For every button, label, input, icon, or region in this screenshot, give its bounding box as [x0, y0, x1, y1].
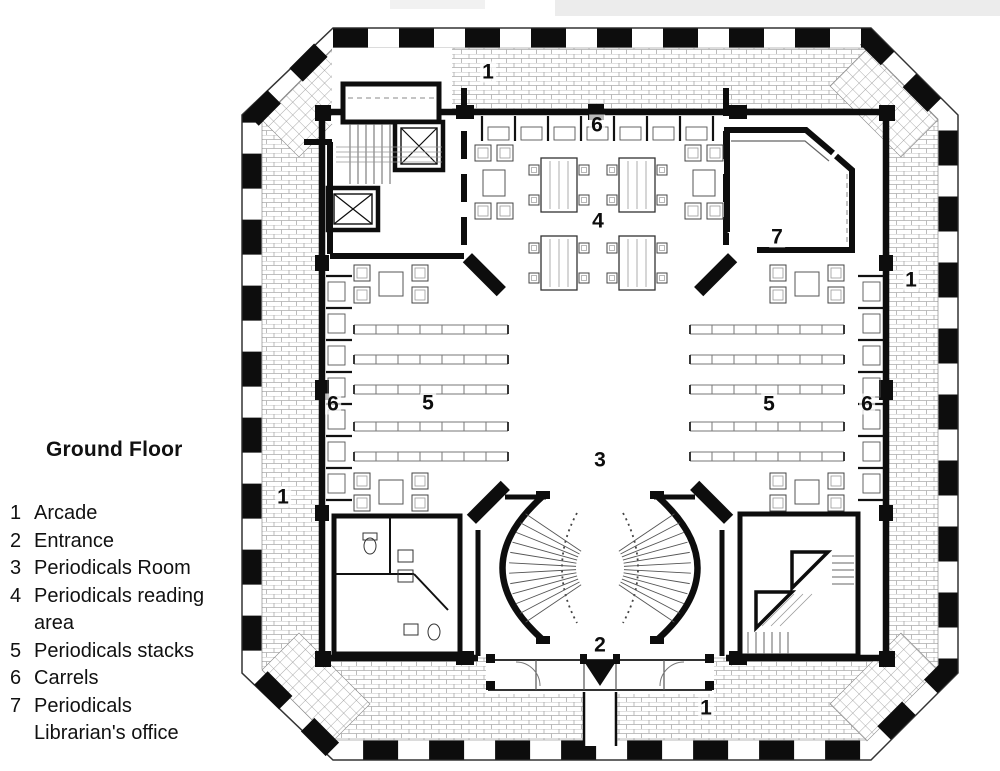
curved-stair	[622, 491, 701, 644]
entrance-hall	[462, 253, 738, 656]
stair-landing-triangle	[754, 590, 797, 633]
plan-label-periodicals-room: 3	[592, 448, 608, 472]
door-swing	[515, 661, 685, 687]
plan-label-arcade: 1	[275, 485, 291, 509]
plan-label-arcade: 1	[698, 696, 714, 720]
legend-item: 2 Entrance	[8, 528, 226, 556]
plan-label-carrels: 6	[859, 392, 875, 416]
legend-item-number: 3	[10, 557, 22, 579]
plan-label-carrels: 6	[325, 392, 341, 416]
chamfer-walls	[462, 253, 738, 524]
legend-item-label: Periodicals stacks	[34, 639, 195, 662]
plan-label-reading-area: 4	[590, 209, 606, 233]
elevator-x-icon	[400, 127, 438, 165]
stair-landing-triangle	[790, 550, 833, 593]
legend-item-label: Periodicals Room	[34, 557, 191, 579]
legend-item-number: 5	[10, 639, 22, 662]
legend-item: 7 Periodicals Librarian's office	[8, 693, 226, 748]
legend-item-number: 1	[10, 502, 22, 524]
furniture-layer	[326, 97, 884, 654]
legend-item: 5 Periodicals stacks	[8, 638, 226, 666]
entrance-arrow-icon	[583, 660, 617, 686]
se-stair-room	[737, 511, 861, 659]
legend-item-number: 2	[10, 529, 22, 552]
entrance-vestibule	[486, 654, 714, 746]
plan-label-arcade: 1	[903, 268, 919, 292]
legend-item-number: 7	[10, 694, 22, 717]
ne-librarian-office	[724, 127, 855, 253]
scan-artifact	[390, 0, 485, 9]
plan-label-stacks: 5	[420, 391, 436, 415]
curved-stair	[499, 491, 578, 644]
plan-label-carrels: 6	[589, 113, 605, 137]
legend-item-number: 6	[10, 667, 22, 689]
nw-elevator-lobby	[304, 81, 464, 259]
legend-item: 3 Periodicals Room	[8, 555, 226, 583]
legend-item-label: Periodicals Librarian's office	[34, 694, 179, 745]
plan-label-office: 7	[769, 225, 785, 249]
legend-item-label: Entrance	[34, 529, 115, 552]
legend-item-number: 4	[10, 584, 22, 607]
legend-item-label: Arcade	[34, 502, 98, 524]
elevator-x-icon	[333, 193, 373, 225]
legend-item: 6 Carrels	[8, 665, 226, 693]
plan-label-stacks: 5	[761, 392, 777, 416]
legend-item: 1 Arcade	[8, 500, 226, 528]
legend-item-label: Carrels	[34, 667, 99, 689]
outer-colonnade	[241, 27, 959, 761]
scan-artifact	[555, 0, 1000, 16]
legend-items: 1 Arcade 2 Entrance 3 Periodicals Room 4…	[8, 500, 226, 748]
legend: Ground Floor 1 Arcade 2 Entrance 3 Perio…	[8, 438, 226, 748]
sw-toilets	[331, 513, 463, 657]
page-title: Ground Floor	[46, 438, 183, 461]
legend-item-label: Periodicals reading area	[34, 584, 205, 635]
plan-label-entrance: 2	[592, 633, 608, 657]
plan-label-arcade: 1	[480, 60, 496, 84]
legend-item: 4 Periodicals reading area	[8, 583, 226, 638]
